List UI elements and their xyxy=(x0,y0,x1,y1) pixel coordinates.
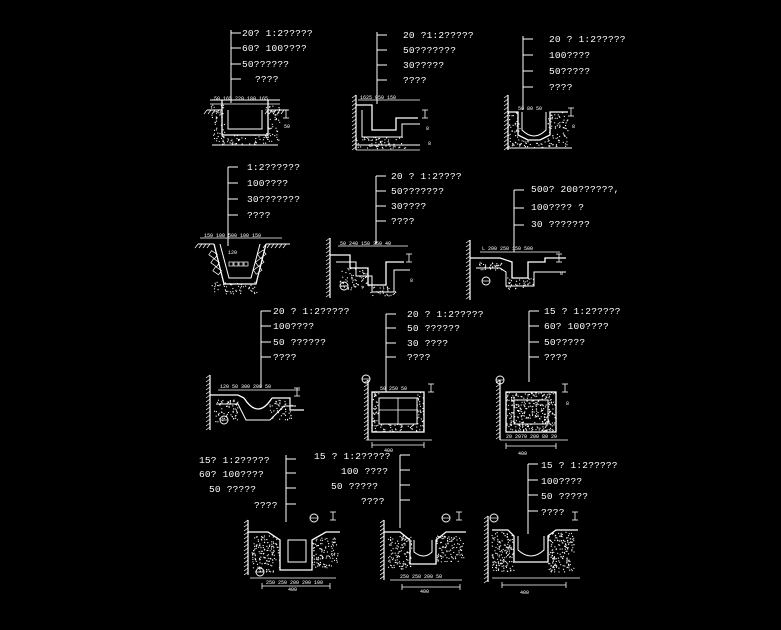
svg-text:400: 400 xyxy=(520,590,529,596)
detail-1-section: 50 165 220 180 165 50 xyxy=(203,30,290,146)
svg-text:400: 400 xyxy=(420,589,429,595)
detail-3-label-4: ???? xyxy=(549,82,573,93)
detail-4-label-2: 100???? xyxy=(247,178,289,189)
detail-7-label-2: 100???? xyxy=(273,321,315,332)
detail-10-label-2: 60? 100???? xyxy=(199,469,264,480)
detail-11-label-1: 15 ? 1:2????? xyxy=(314,451,391,462)
detail-1-label-3: 50?????? xyxy=(242,59,290,70)
detail-11-label-2: 100 ???? xyxy=(341,466,389,477)
detail-7-label-4: ???? xyxy=(273,352,297,363)
detail-10-label-4: ???? xyxy=(254,500,278,511)
svg-text:50 240 150 350 40: 50 240 150 350 40 xyxy=(340,241,391,247)
detail-5-label-4: ???? xyxy=(391,216,415,227)
detail-12-label-3: 50 ????? xyxy=(541,491,589,502)
detail-2-label-3: 30????? xyxy=(403,60,445,71)
svg-text:1625 950 150: 1625 950 150 xyxy=(360,95,396,101)
detail-7-label-3: 50 ?????? xyxy=(273,337,327,348)
detail-3-section: 8 50 80 50 xyxy=(503,36,575,151)
detail-1-label-2: 60? 100???? xyxy=(242,43,307,54)
detail-7-label-1: 20 ? 1:2????? xyxy=(273,306,350,317)
detail-10-label-1: 15? 1:2????? xyxy=(199,455,270,466)
detail-11-section: 400 250 250 200 50 xyxy=(379,454,466,595)
detail-4-label-3: 30??????? xyxy=(247,194,301,205)
detail-9-section: 400 20 2070 200 80 20 8 xyxy=(495,310,569,457)
svg-text:250 250 200 50: 250 250 200 50 xyxy=(400,574,442,580)
detail-12-section: 400 xyxy=(483,463,580,596)
detail-10-label-3: 50 ????? xyxy=(209,484,257,495)
detail-12-label-1: 15 ? 1:2????? xyxy=(541,460,618,471)
detail-6-label-3: 30 ??????? xyxy=(531,219,591,230)
detail-9-label-2: 60? 100???? xyxy=(544,321,609,332)
svg-text:L 200 250 150 500: L 200 250 150 500 xyxy=(482,246,533,252)
detail-7-section: 120 50 300 200 50 xyxy=(205,310,304,431)
detail-6-label-1: 500? 200??????, xyxy=(531,184,620,195)
svg-text:8: 8 xyxy=(410,278,413,284)
detail-4-section: 150 100 500 100 150 120 xyxy=(194,166,290,295)
svg-text:50: 50 xyxy=(284,124,290,130)
svg-text:120: 120 xyxy=(228,250,237,256)
detail-4-label-1: 1:2?????? xyxy=(247,162,301,173)
detail-5-label-2: 50??????? xyxy=(391,186,445,197)
detail-2-section: 1625 950 150 8 8 xyxy=(351,32,431,151)
detail-6-label-2: 100???? ? xyxy=(531,202,585,213)
detail-11-label-4: ???? xyxy=(361,496,385,507)
detail-5-label-1: 20 ? 1:2???? xyxy=(391,171,462,182)
svg-text:400: 400 xyxy=(518,451,527,457)
svg-text:8: 8 xyxy=(560,271,563,277)
detail-9-label-4: ???? xyxy=(544,352,568,363)
svg-text:400: 400 xyxy=(384,448,393,454)
svg-text:50 80 50: 50 80 50 xyxy=(518,106,542,112)
svg-text:150 100 500 100 150: 150 100 500 100 150 xyxy=(204,233,261,239)
detail-6-section: L 200 250 150 500 8 xyxy=(465,189,566,300)
detail-11-label-3: 50 ????? xyxy=(331,481,379,492)
detail-3-label-3: 50????? xyxy=(549,66,591,77)
detail-8-section: 400 50 250 50 xyxy=(361,313,434,454)
detail-2-label-2: 50??????? xyxy=(403,45,457,56)
detail-1-label-4: ???? xyxy=(255,74,279,85)
svg-text:20 2070 200 80 20: 20 2070 200 80 20 xyxy=(506,434,557,440)
detail-8-label-1: 20 ? 1:2????? xyxy=(407,309,484,320)
detail-5-label-3: 30???? xyxy=(391,201,427,212)
detail-5-section: 50 240 150 350 40 8 xyxy=(325,175,413,298)
detail-3-label-2: 100???? xyxy=(549,50,591,61)
detail-1-label-1: 20? 1:2????? xyxy=(242,28,313,39)
detail-4-label-4: ???? xyxy=(247,210,271,221)
detail-2-label-4: ???? xyxy=(403,75,427,86)
svg-text:50 165 220 180 165: 50 165 220 180 165 xyxy=(214,96,268,102)
svg-text:8: 8 xyxy=(572,124,575,130)
svg-text:8: 8 xyxy=(566,401,569,407)
detail-9-label-3: 50????? xyxy=(544,337,586,348)
svg-text:400: 400 xyxy=(288,587,297,593)
detail-12-label-4: ???? xyxy=(541,507,565,518)
detail-8-label-4: ???? xyxy=(407,352,431,363)
svg-text:250 250 200 200 100: 250 250 200 200 100 xyxy=(266,580,323,586)
svg-text:8: 8 xyxy=(428,141,431,147)
detail-2-label-1: 20 ?1:2????? xyxy=(403,30,474,41)
svg-text:8: 8 xyxy=(426,126,429,132)
detail-3-label-1: 20 ? 1:2????? xyxy=(549,34,626,45)
svg-text:120 50 300 200 50: 120 50 300 200 50 xyxy=(220,384,271,390)
detail-8-label-2: 50 ?????? xyxy=(407,323,461,334)
svg-text:50 250 50: 50 250 50 xyxy=(380,386,407,392)
detail-8-label-3: 30 ???? xyxy=(407,338,449,349)
detail-9-label-1: 15 ? 1:2????? xyxy=(544,306,621,317)
detail-12-label-2: 100???? xyxy=(541,476,583,487)
